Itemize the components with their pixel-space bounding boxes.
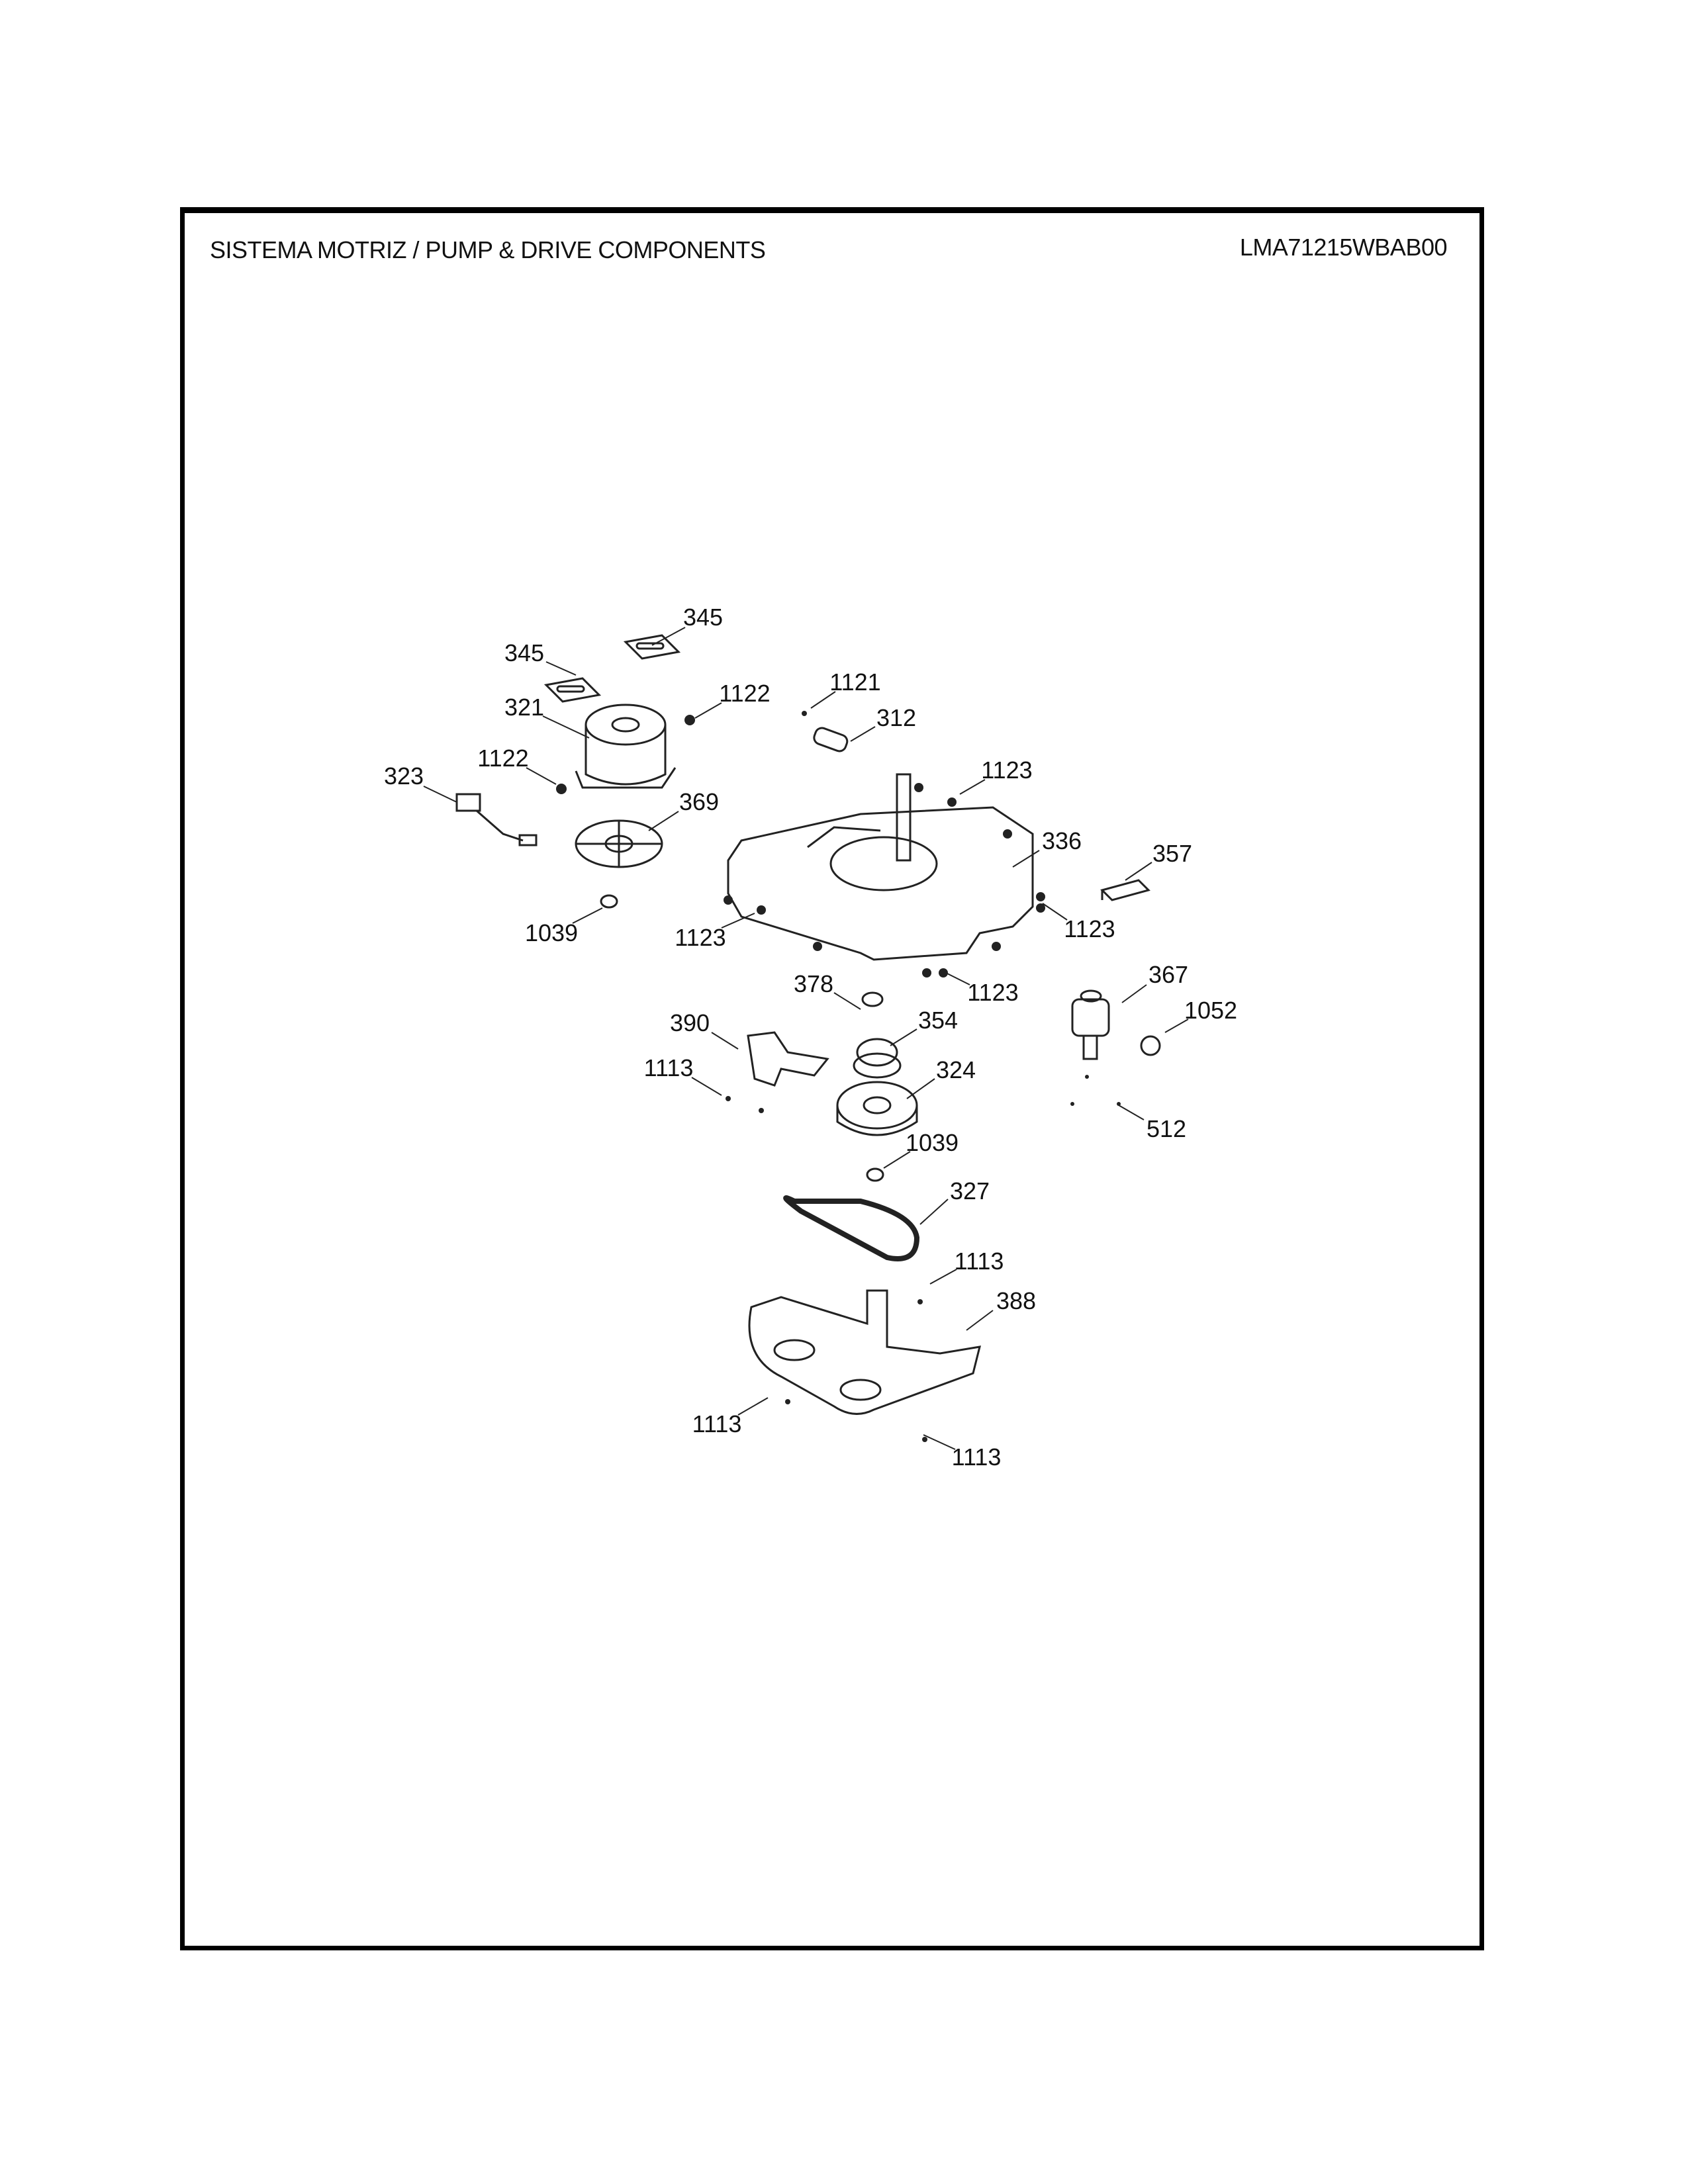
callout-1113: 1113 <box>643 1054 694 1081</box>
harness-323-icon <box>455 793 538 846</box>
gear-354-icon <box>853 1038 902 1079</box>
actuator-390-icon <box>747 1031 829 1087</box>
capacitor-312-icon <box>813 727 849 752</box>
fan-369-icon <box>575 819 663 868</box>
motor-321-icon <box>575 704 677 789</box>
callout-1123: 1123 <box>675 924 726 951</box>
callout-327: 327 <box>949 1177 990 1205</box>
callout-1123: 1123 <box>967 979 1019 1006</box>
bracket-357-icon <box>1100 879 1150 901</box>
nut-1039-icon <box>600 894 884 1182</box>
callout-345: 345 <box>504 639 545 666</box>
callout-369: 369 <box>679 788 720 815</box>
pulley-324-icon <box>836 1081 918 1136</box>
callout-323: 323 <box>383 762 424 790</box>
callout-1039: 1039 <box>524 919 579 946</box>
page-border <box>180 207 1484 1950</box>
housing-388-icon <box>748 1289 982 1415</box>
callout-367: 367 <box>1148 961 1189 988</box>
callout-378: 378 <box>793 970 834 997</box>
callout-1121: 1121 <box>829 668 881 696</box>
gasket-345-icon <box>543 634 681 703</box>
callout-324: 324 <box>935 1056 976 1083</box>
clamp-1052-icon <box>1140 1035 1161 1056</box>
callout-354: 354 <box>917 1007 959 1034</box>
pump-367-icon <box>1071 989 1110 1060</box>
callout-1052: 1052 <box>1184 997 1238 1024</box>
callout-1113: 1113 <box>951 1443 1002 1471</box>
screw-icons <box>556 711 1121 1442</box>
callout-345: 345 <box>682 604 724 631</box>
callout-357: 357 <box>1152 840 1193 867</box>
callout-336: 336 <box>1041 827 1082 854</box>
callout-1113: 1113 <box>692 1410 742 1437</box>
base-plate-336-icon <box>727 773 1034 961</box>
callout-1123: 1123 <box>1064 915 1115 942</box>
callout-512: 512 <box>1146 1115 1187 1142</box>
ring-378-icon <box>861 991 884 1007</box>
callout-1039: 1039 <box>905 1129 959 1156</box>
callout-1123: 1123 <box>981 756 1033 784</box>
callout-1122: 1122 <box>719 680 771 707</box>
callout-312: 312 <box>876 704 917 731</box>
belt-327-icon <box>783 1195 920 1261</box>
callout-1113: 1113 <box>954 1248 1004 1275</box>
leader-lines <box>423 627 1189 1450</box>
page-title: SISTEMA MOTRIZ / PUMP & DRIVE COMPONENTS <box>210 236 766 263</box>
callout-388: 388 <box>996 1287 1037 1314</box>
callout-390: 390 <box>669 1009 710 1036</box>
callout-1122: 1122 <box>477 745 529 772</box>
callout-321: 321 <box>504 694 545 721</box>
model-number: LMA71215WBAB00 <box>1239 234 1448 261</box>
